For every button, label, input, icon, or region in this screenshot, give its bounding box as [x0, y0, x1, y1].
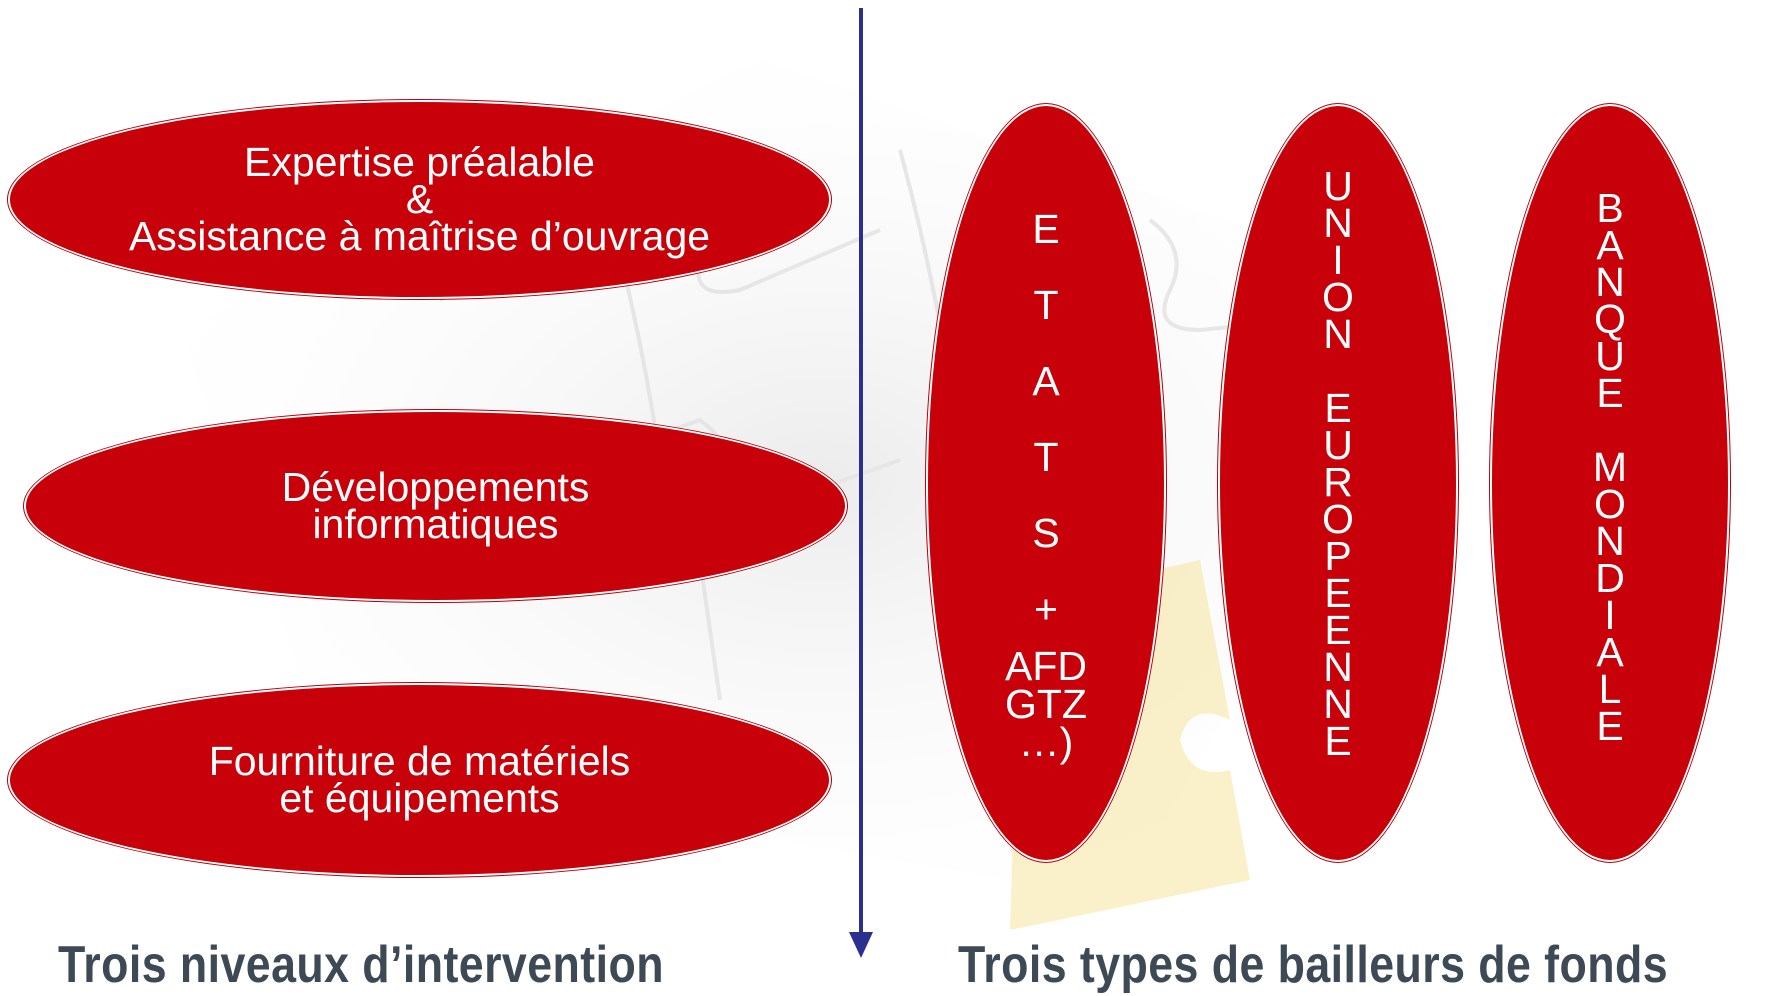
intervention-developpements-label: Développements informatiques — [281, 464, 590, 547]
letter: N — [1595, 518, 1625, 564]
letter: N — [1323, 681, 1353, 727]
caption-niveaux-intervention: Trois niveaux d’intervention — [58, 936, 664, 994]
caption-types-bailleurs: Trois types de bailleurs de fonds — [958, 936, 1669, 994]
letter: N — [1323, 644, 1353, 690]
letter: I — [1604, 592, 1616, 638]
letter: Q — [1594, 296, 1626, 342]
letter: A — [1596, 222, 1624, 268]
letter: A — [1596, 629, 1624, 675]
down-arrow-icon — [849, 8, 873, 958]
letter: N — [1323, 311, 1353, 357]
letter: E — [1324, 607, 1352, 653]
letter: E — [1324, 385, 1352, 431]
letter: A — [1032, 358, 1060, 404]
intervention-fourniture: Fourniture de matériels et équipements — [8, 683, 831, 877]
letter: D — [1595, 555, 1625, 601]
letter: L — [1598, 666, 1622, 712]
letter: …) — [1018, 719, 1074, 765]
letter: E — [1324, 570, 1352, 616]
letter: GTZ — [1005, 681, 1087, 727]
letter: U — [1323, 422, 1353, 468]
letter: E — [1032, 206, 1060, 252]
letter: + — [1034, 586, 1058, 632]
intervention-developpements: Développements informatiques — [24, 410, 847, 602]
letter: M — [1592, 444, 1628, 490]
letter: T — [1033, 434, 1059, 480]
letter: N — [1595, 259, 1625, 305]
letter: B — [1596, 185, 1624, 231]
letter: I — [1332, 237, 1344, 283]
letter: E — [1596, 370, 1624, 416]
letter: O — [1322, 274, 1354, 320]
letter: O — [1594, 481, 1626, 527]
letter: U — [1595, 333, 1625, 379]
intervention-expertise: Expertise préalable & Assistance à maîtr… — [8, 100, 831, 299]
letter: E — [1596, 703, 1624, 749]
letter: S — [1032, 510, 1060, 556]
letter: T — [1033, 282, 1059, 328]
intervention-expertise-label: Expertise préalable & Assistance à maîtr… — [128, 139, 711, 259]
letter: R — [1323, 459, 1353, 505]
letter: E — [1324, 718, 1352, 764]
letter: U — [1323, 163, 1353, 209]
letter: N — [1323, 200, 1353, 246]
letter: P — [1324, 533, 1352, 579]
intervention-fourniture-label: Fourniture de matériels et équipements — [208, 738, 631, 821]
letter: AFD — [1005, 643, 1087, 689]
letter: O — [1322, 496, 1354, 542]
